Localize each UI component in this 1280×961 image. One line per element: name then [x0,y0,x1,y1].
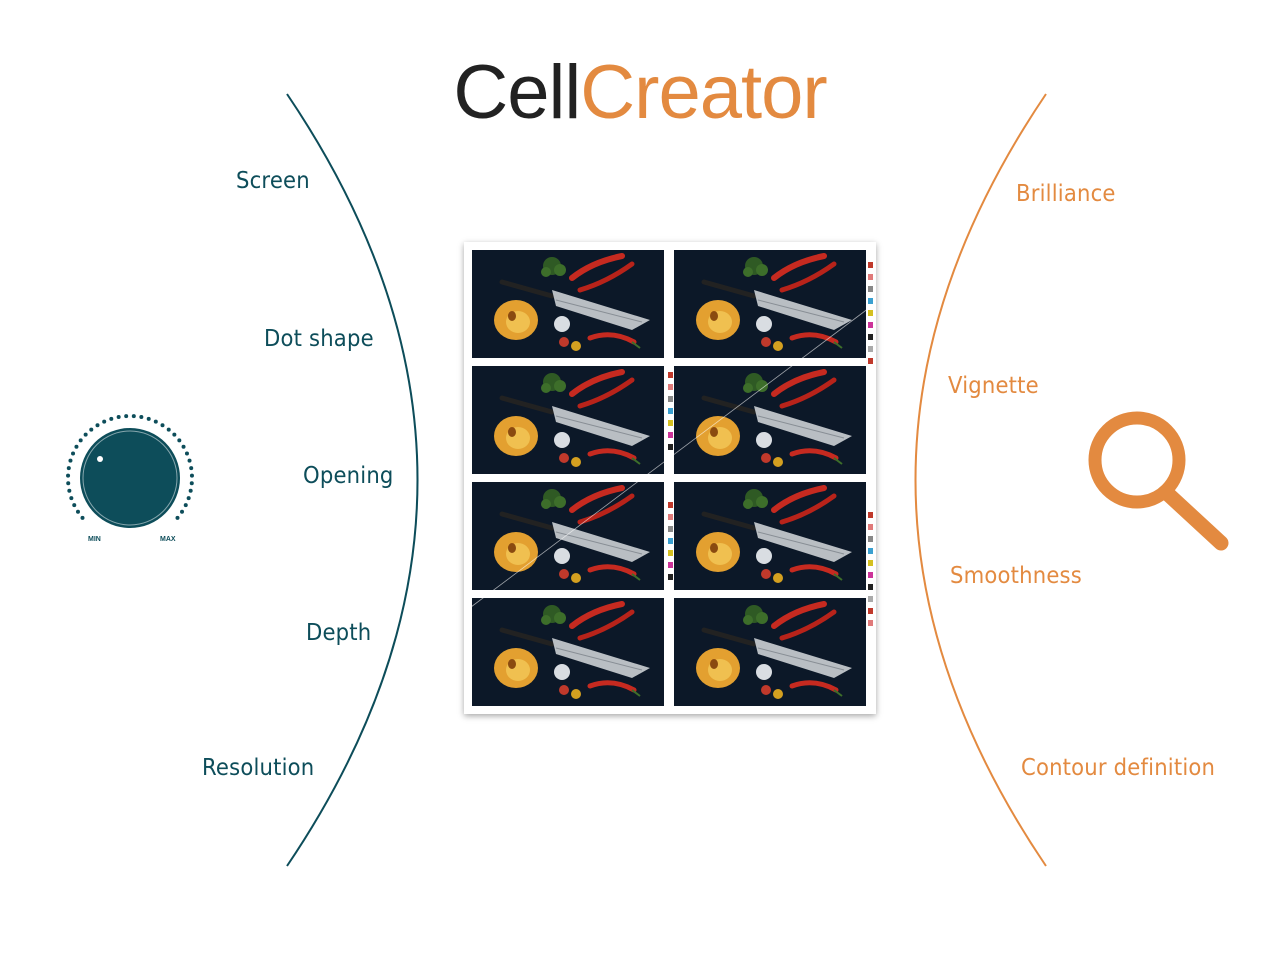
color-control-mark [668,514,673,520]
color-control-mark [868,322,873,328]
color-control-mark [868,536,873,542]
knob-max-label: MAX [160,536,176,543]
label-resolution: Resolution [202,755,315,781]
preview-cell [472,366,664,474]
page-title: CellCreator [0,55,1280,131]
title-part-creator: Creator [580,50,827,135]
left-arc [286,93,419,867]
color-control-mark [668,420,673,426]
label-vignette: Vignette [948,373,1039,399]
color-control-mark [868,524,873,530]
label-dot-shape: Dot shape [264,326,374,352]
preview-cell [472,482,664,590]
preview-cell [674,250,866,358]
color-control-mark [868,572,873,578]
color-control-mark [868,286,873,292]
color-control-mark [868,334,873,340]
preview-cell [472,250,664,358]
preview-cell [472,598,664,706]
color-control-mark [668,432,673,438]
color-control-mark [668,526,673,532]
color-control-mark [668,444,673,450]
color-control-mark [668,574,673,580]
preview-cell [674,482,866,590]
rotary-knob-icon[interactable]: MIN MAX [60,408,205,548]
color-control-mark [868,346,873,352]
color-control-mark [868,262,873,268]
color-control-mark [868,548,873,554]
color-control-mark [868,358,873,364]
label-depth: Depth [306,620,372,646]
label-opening: Opening [303,463,394,489]
color-control-mark [868,310,873,316]
color-control-mark [668,562,673,568]
label-smoothness: Smoothness [950,563,1082,589]
color-control-mark [868,560,873,566]
right-arc [914,93,1047,867]
color-control-mark [868,298,873,304]
color-control-mark [668,502,673,508]
title-part-cell: Cell [453,50,581,135]
label-screen: Screen [236,168,310,194]
color-control-mark [668,408,673,414]
print-preview-sheet [464,242,876,714]
label-brilliance: Brilliance [1016,181,1116,207]
color-control-mark [668,550,673,556]
color-control-mark [668,372,673,378]
preview-cell [674,366,866,474]
color-control-mark [868,512,873,518]
color-control-mark [668,538,673,544]
magnifier-icon[interactable] [1085,405,1240,560]
color-control-mark [868,620,873,626]
color-control-mark [868,584,873,590]
preview-cell [674,598,866,706]
color-control-mark [868,274,873,280]
color-control-mark [668,384,673,390]
knob-min-label: MIN [88,536,101,543]
color-control-mark [668,396,673,402]
color-control-mark [868,596,873,602]
color-control-mark [868,608,873,614]
label-contour-definition: Contour definition [1021,755,1216,781]
